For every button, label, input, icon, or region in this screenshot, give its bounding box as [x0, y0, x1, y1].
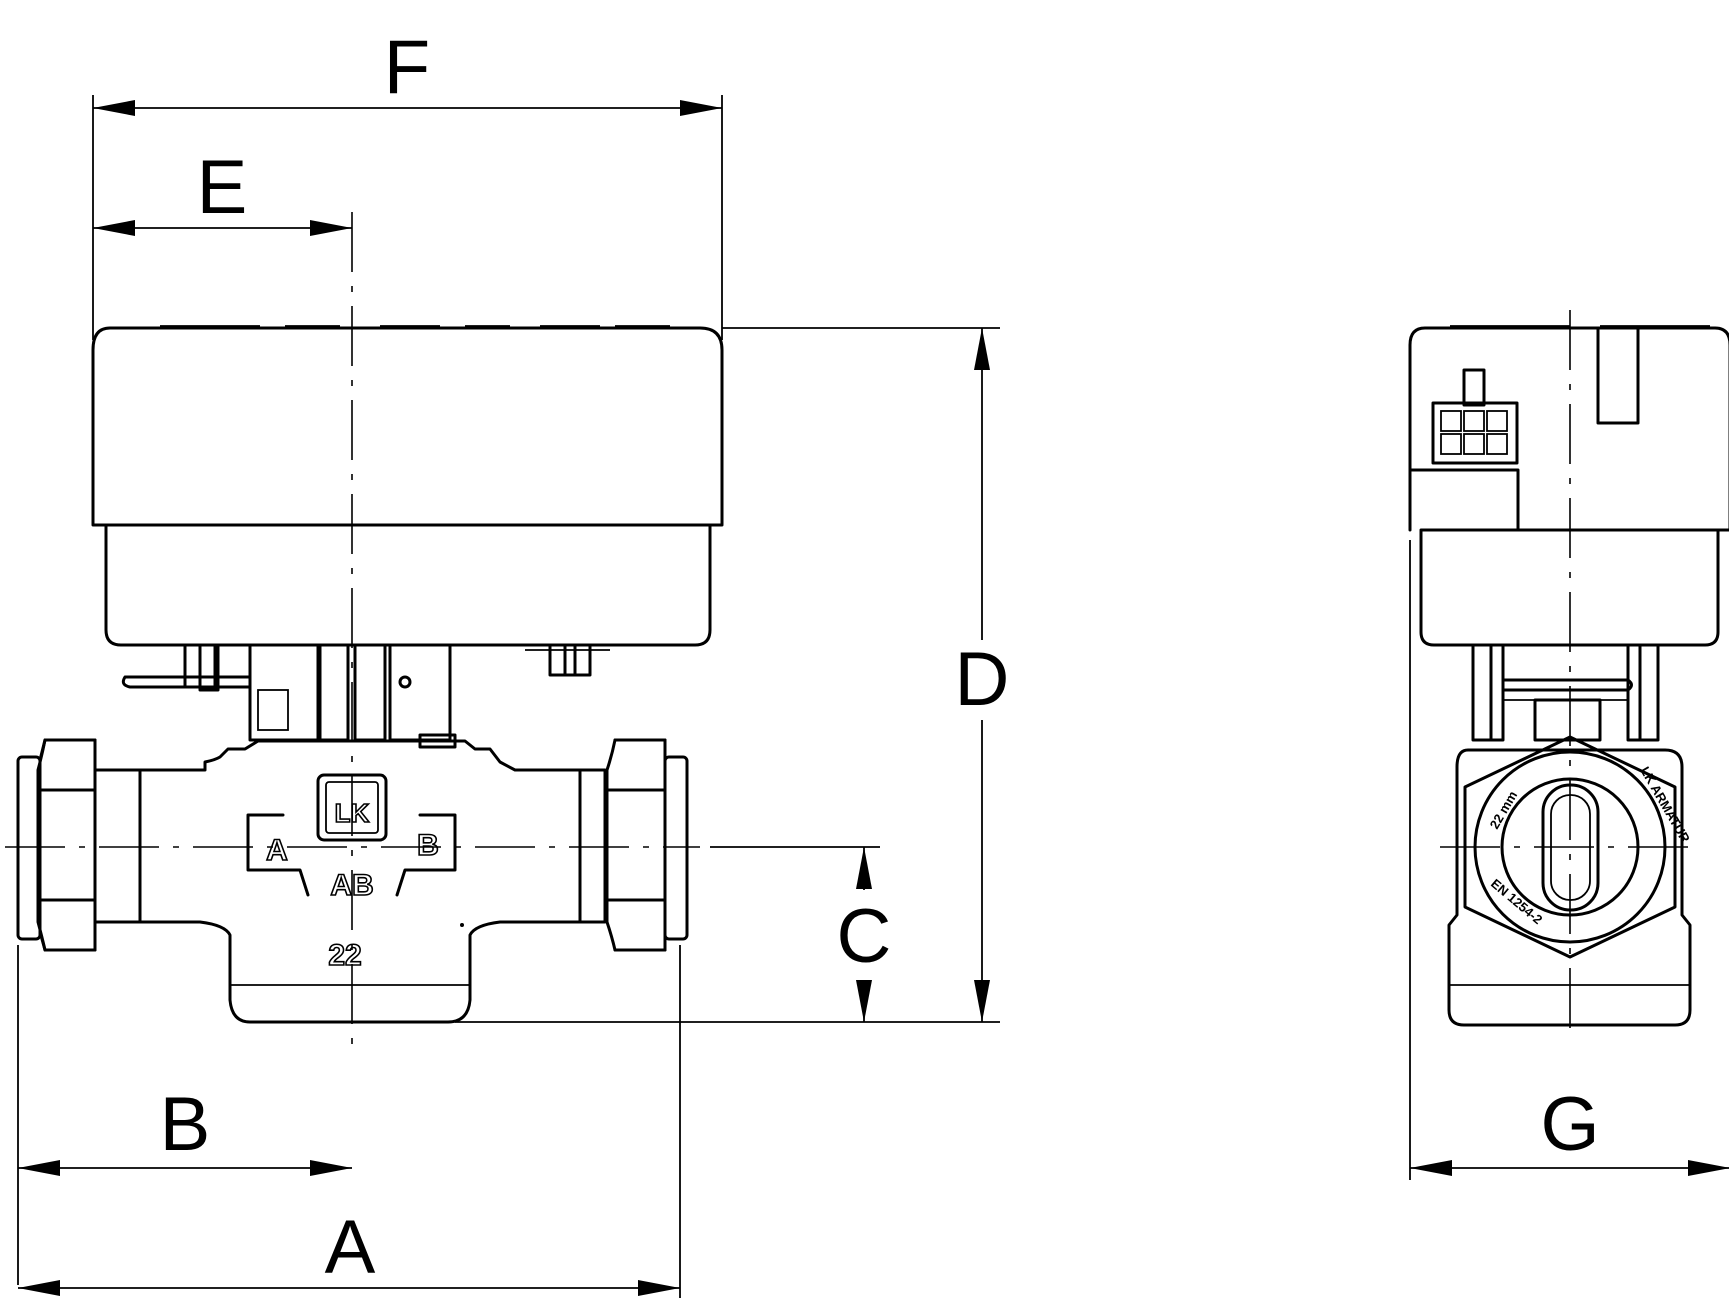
dimension-d: D — [455, 327, 1010, 1023]
size-marking: 22 — [328, 939, 361, 972]
dimension-a-label: A — [325, 1205, 376, 1290]
ring-text-bottom: EN 1254-2 — [1488, 876, 1545, 927]
front-view: LK A B AB 22 — [16, 325, 724, 1024]
hex-nut — [1463, 735, 1677, 959]
dimension-f-label: F — [384, 25, 430, 110]
dimension-c-label: C — [837, 894, 892, 979]
side-actuator-body — [1419, 528, 1720, 647]
body-dot — [460, 923, 464, 927]
actuator-body — [104, 523, 712, 647]
dimension-b-label: B — [160, 1082, 211, 1167]
dimension-g-label: G — [1540, 1082, 1599, 1167]
side-actuator-cover — [1408, 326, 1729, 532]
valve-body — [138, 739, 582, 1024]
connector-socket — [1431, 401, 1519, 465]
dimension-e: E — [93, 145, 352, 236]
port-a-marking: A — [266, 834, 288, 867]
dimension-g: G — [1409, 540, 1729, 1180]
dimension-f: F — [92, 25, 723, 340]
dimension-d-label: D — [955, 637, 1010, 722]
dimension-e-label: E — [197, 145, 248, 230]
connector-pin — [1462, 368, 1486, 407]
mounting-bracket — [121, 643, 610, 749]
side-valve-body — [1447, 748, 1692, 1027]
port-marking-frame — [246, 813, 457, 897]
dimension-b: B — [17, 945, 352, 1285]
side-slot — [1596, 326, 1640, 425]
dimension-c: C — [710, 846, 892, 1022]
actuator-cover — [91, 326, 724, 527]
dimension-a: A — [18, 945, 681, 1298]
port-b-marking: B — [417, 829, 439, 862]
right-coupling — [578, 738, 689, 952]
side-linkage — [1471, 643, 1660, 742]
left-coupling — [16, 738, 142, 952]
